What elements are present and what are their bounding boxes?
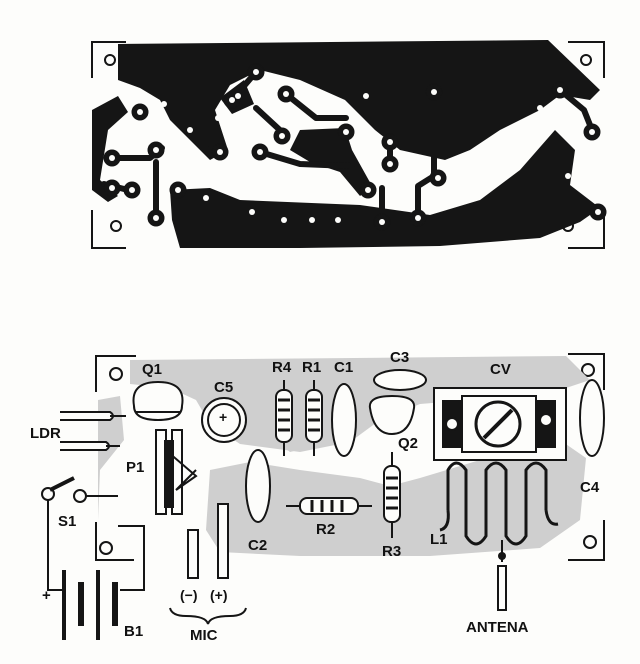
resistor-r2 bbox=[286, 497, 372, 515]
label-b1: B1 bbox=[124, 623, 143, 640]
battery-b1 bbox=[62, 570, 118, 640]
mounting-hole-bottom-left bbox=[110, 220, 122, 232]
antenna-wire bbox=[497, 565, 507, 611]
label-p1: P1 bbox=[126, 459, 144, 476]
resistor-r1 bbox=[305, 380, 323, 456]
capacitor-c4 bbox=[579, 379, 605, 457]
label-r4: R4 bbox=[272, 359, 292, 376]
pcb-drill-holes bbox=[109, 69, 601, 225]
component-placement-view: + bbox=[30, 349, 605, 644]
label-c5: C5 bbox=[214, 379, 233, 396]
trimmer-capacitor-cv bbox=[433, 387, 567, 461]
capacitor-c5-inner bbox=[207, 403, 241, 437]
label-r1: R1 bbox=[302, 359, 321, 376]
board-hole-bottom-left bbox=[99, 541, 113, 555]
label-c3: C3 bbox=[390, 349, 409, 366]
label-antenna: ANTENA bbox=[466, 619, 529, 636]
label-mic: MIC bbox=[190, 627, 218, 644]
label-cv: CV bbox=[490, 361, 511, 378]
transistor-q1 bbox=[132, 380, 184, 422]
resistor-r3 bbox=[383, 452, 401, 538]
board-hole-top-left bbox=[109, 367, 123, 381]
mounting-hole-top-left bbox=[104, 54, 116, 66]
pcb-corner-marks bbox=[91, 41, 605, 249]
pcb-copper-view bbox=[91, 40, 607, 249]
mounting-hole-top-right bbox=[580, 54, 592, 66]
inductor-l1 bbox=[439, 461, 559, 546]
label-r2: R2 bbox=[316, 521, 335, 538]
label-q1: Q1 bbox=[142, 361, 162, 378]
label-battery-plus: + bbox=[42, 587, 51, 604]
label-c2: C2 bbox=[248, 537, 267, 554]
capacitor-c1 bbox=[331, 383, 357, 457]
switch-s1 bbox=[41, 476, 118, 503]
capacitor-c3 bbox=[373, 369, 427, 391]
copper-pours bbox=[92, 40, 600, 248]
label-mic-minus: (−) bbox=[180, 587, 198, 603]
resistor-r4 bbox=[275, 380, 293, 456]
label-s1: S1 bbox=[58, 513, 76, 530]
potentiometer-p1 bbox=[155, 429, 198, 515]
board-corner-marks bbox=[95, 353, 605, 561]
capacitor-c2 bbox=[245, 449, 271, 523]
label-q2: Q2 bbox=[398, 435, 418, 452]
label-c1: C1 bbox=[334, 359, 353, 376]
label-r3: R3 bbox=[382, 543, 401, 560]
label-mic-plus: (+) bbox=[210, 587, 228, 603]
c5-polarity-mark: + bbox=[219, 409, 227, 425]
ldr-sensor bbox=[60, 411, 126, 451]
label-ldr: LDR bbox=[30, 425, 61, 442]
transistor-q2 bbox=[368, 394, 416, 436]
board-hole-bottom-right bbox=[583, 535, 597, 549]
microphone-leads bbox=[169, 503, 247, 625]
antenna-solder-point bbox=[498, 552, 506, 560]
label-c4: C4 bbox=[580, 479, 600, 496]
battery-wiring bbox=[47, 500, 145, 591]
board-hole-top-right bbox=[581, 363, 595, 377]
label-l1: L1 bbox=[430, 531, 448, 548]
